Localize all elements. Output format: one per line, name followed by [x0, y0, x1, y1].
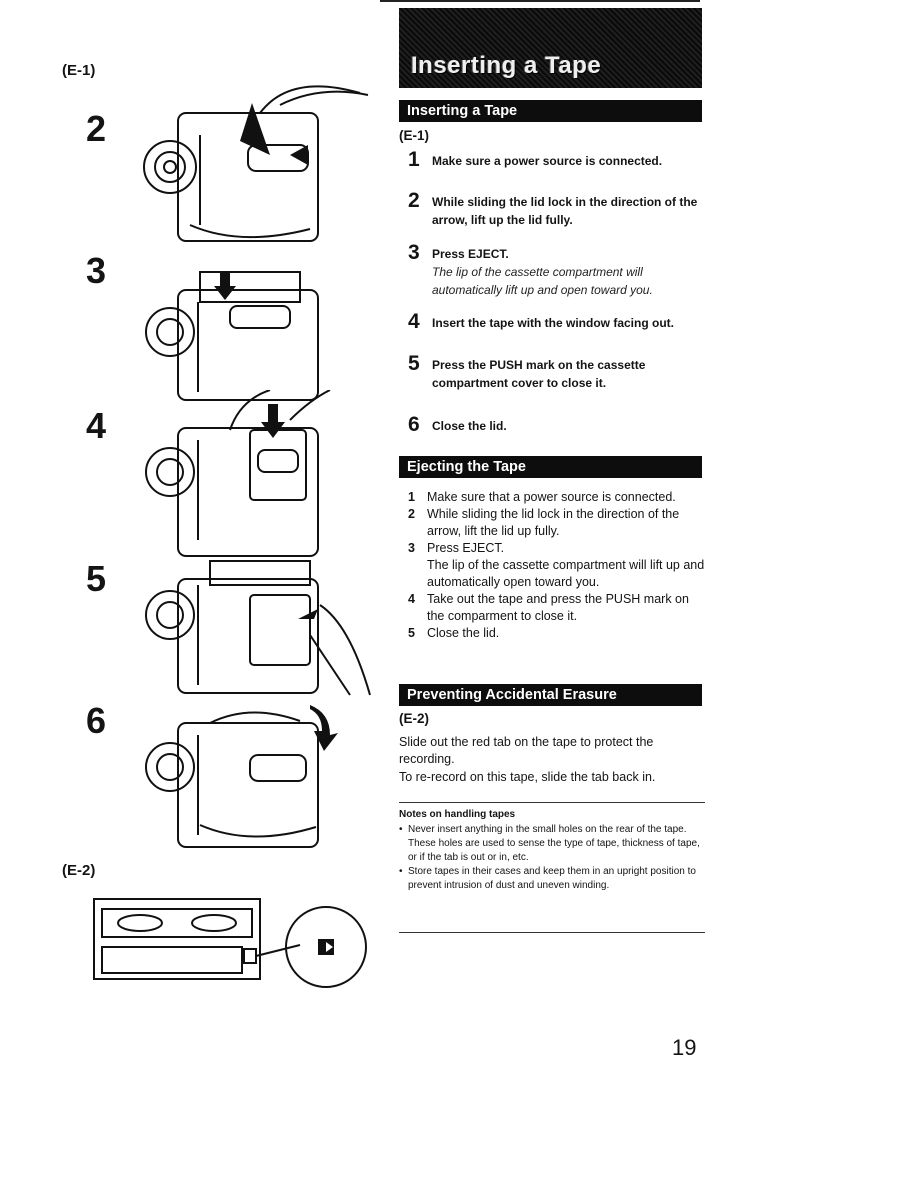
- cassette-tab-illustration: [93, 898, 367, 988]
- camcorder-illustration-step-5: [145, 560, 371, 696]
- illustration-step-number: 4: [86, 405, 107, 446]
- notes-bottom-rule: [399, 932, 705, 933]
- step-text: Make sure that a power source is connect…: [427, 490, 676, 504]
- camcorder-illustration-step-3: [145, 271, 319, 401]
- erasure-paragraph: To re-record on this tape, slide the tab…: [399, 770, 656, 784]
- step-number: 5: [408, 626, 415, 640]
- figure-reference: (E-2): [399, 711, 429, 726]
- step-number: 1: [408, 148, 420, 171]
- step-text: While sliding the lid lock in the direct…: [427, 507, 680, 538]
- insert-step: 3 Press EJECT. The lip of the cassette c…: [408, 241, 708, 299]
- step-number: 3: [408, 241, 420, 264]
- step-text: While sliding the lid lock in the direct…: [432, 195, 698, 227]
- eject-step: 3 Press EJECT. The lip of the cassette com…: [408, 540, 708, 591]
- step-number: 2: [408, 189, 420, 212]
- notes-top-rule: [399, 802, 705, 803]
- step-number: 5: [408, 352, 420, 375]
- insert-step: 4 Insert the tape with the window facing…: [408, 310, 708, 333]
- notes-title: Notes on handling tapes: [399, 809, 516, 820]
- step-text: Insert the tape with the window facing o…: [432, 316, 675, 330]
- step-number: 6: [408, 413, 420, 436]
- eject-step: 5 Close the lid.: [408, 625, 708, 642]
- figure-reference: (E-1): [399, 128, 429, 143]
- step-number: 2: [408, 507, 415, 521]
- page-number: 19: [672, 1035, 697, 1060]
- figure-label-e1: (E-1): [62, 62, 96, 79]
- step-text: Press the PUSH mark on the cassette comp…: [432, 358, 646, 390]
- insert-step: 1 Make sure a power source is connected.: [408, 148, 708, 171]
- step-text: Close the lid.: [427, 626, 500, 640]
- step-number: 4: [408, 310, 420, 333]
- banner-title: Inserting a Tape: [411, 52, 602, 79]
- camcorder-illustration-step-4: [145, 390, 331, 557]
- step-subtext: The lip of the cassette compartment will…: [432, 265, 653, 297]
- illustration-step-number: 5: [86, 558, 107, 599]
- insert-step: 6 Close the lid.: [408, 413, 708, 436]
- top-rule: [380, 0, 700, 2]
- note-item: Never insert anything in the small holes…: [399, 823, 705, 865]
- eject-steps-list: 1 Make sure that a power source is connec…: [408, 489, 708, 642]
- insert-step: 5 Press the PUSH mark on the cassette co…: [408, 352, 708, 392]
- step-subtext: The lip of the cassette compartment will…: [427, 558, 705, 589]
- step-text: Press EJECT.: [432, 247, 509, 261]
- section-heading-ejecting: Ejecting the Tape: [399, 456, 702, 478]
- erasure-paragraph: Slide out the red tab on the tape to pro…: [399, 735, 654, 766]
- insert-step: 2 While sliding the lid lock in the dire…: [408, 189, 708, 229]
- notes-box: Notes on handling tapes Never insert any…: [399, 808, 705, 893]
- title-banner: Inserting a Tape: [399, 8, 702, 88]
- step-number: 3: [408, 541, 415, 555]
- note-item: Store tapes in their cases and keep them…: [399, 865, 705, 893]
- section-heading-erasure: Preventing Accidental Erasure: [399, 684, 702, 706]
- figure-label-e2: (E-2): [62, 862, 96, 879]
- illustration-step-number: 3: [86, 250, 107, 291]
- step-text: Press EJECT.: [427, 541, 505, 555]
- eject-step: 2 While sliding the lid lock in the direc…: [408, 506, 708, 540]
- step-number: 1: [408, 490, 415, 504]
- eject-step: 1 Make sure that a power source is connec…: [408, 489, 708, 506]
- section-heading-inserting: Inserting a Tape: [399, 100, 702, 122]
- illustration-step-number: 2: [86, 108, 107, 149]
- illustration-step-number: 6: [86, 700, 107, 741]
- step-text: Take out the tape and press the PUSH mar…: [427, 592, 689, 623]
- camcorder-illustration-step-6: [145, 705, 338, 848]
- camcorder-illustration-step-2: [143, 85, 369, 242]
- step-text: Make sure a power source is connected.: [432, 154, 663, 168]
- step-text: Close the lid.: [432, 419, 507, 433]
- step-number: 4: [408, 592, 415, 606]
- eject-step: 4 Take out the tape and press the PUSH ma…: [408, 591, 708, 625]
